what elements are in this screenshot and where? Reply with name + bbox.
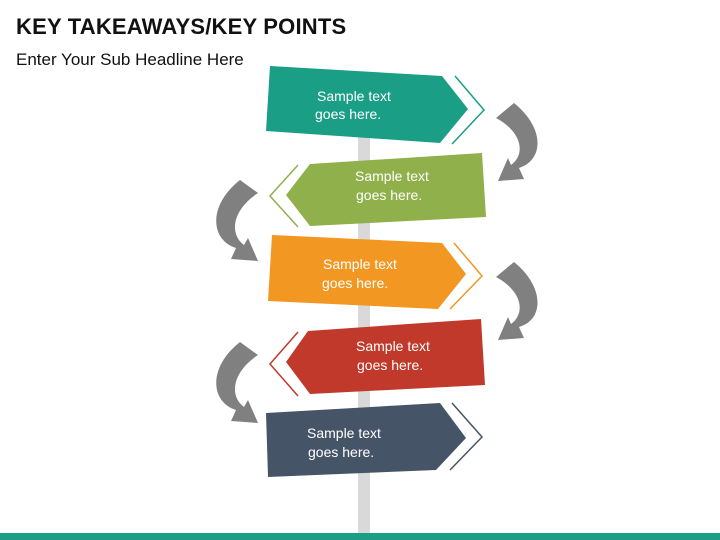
curved-arrow-icon-4 bbox=[216, 342, 258, 423]
sign-2-text-line2: goes here. bbox=[356, 187, 422, 203]
sign-1-body bbox=[266, 66, 468, 143]
sign-1-text-line2: goes here. bbox=[315, 106, 381, 122]
sign-5-text-line1: Sample text bbox=[307, 425, 381, 441]
sign-3-body bbox=[268, 235, 466, 309]
sign-2-text-line1: Sample text bbox=[355, 168, 429, 184]
curved-arrow-icon-1 bbox=[496, 103, 538, 181]
sign-4-body bbox=[286, 319, 485, 394]
page-title: KEY TAKEAWAYS/KEY POINTS bbox=[16, 14, 347, 39]
sign-4-text-line1: Sample text bbox=[356, 338, 430, 354]
sign-3-text-line2: goes here. bbox=[322, 275, 388, 291]
curved-arrow-icon-2 bbox=[216, 180, 258, 261]
sign-5-body bbox=[266, 403, 466, 477]
sign-4-text-line2: goes here. bbox=[357, 357, 423, 373]
signpost-sign-1: Sample text goes here. bbox=[266, 66, 486, 145]
sign-5-outline-chevron bbox=[449, 402, 484, 471]
signpost-sign-2: Sample text goes here. bbox=[268, 153, 486, 228]
sign-3-outline-chevron bbox=[449, 242, 484, 310]
page-subtitle: Enter Your Sub Headline Here bbox=[16, 50, 244, 69]
signpost-sign-4: Sample text goes here. bbox=[269, 319, 485, 397]
footer-accent-bar bbox=[0, 533, 720, 540]
sign-3-text-line1: Sample text bbox=[323, 256, 397, 272]
sign-4-outline-chevron bbox=[269, 331, 299, 397]
signpost-sign-3: Sample text goes here. bbox=[268, 235, 484, 310]
signpost-sign-5: Sample text goes here. bbox=[266, 402, 484, 477]
sign-1-text-line1: Sample text bbox=[317, 88, 391, 104]
sign-5-text-line2: goes here. bbox=[308, 444, 374, 460]
sign-1-outline-chevron bbox=[451, 75, 486, 145]
sign-2-body bbox=[286, 153, 486, 226]
sign-2-outline-chevron bbox=[268, 164, 299, 228]
curved-arrow-icon-3 bbox=[496, 262, 538, 340]
